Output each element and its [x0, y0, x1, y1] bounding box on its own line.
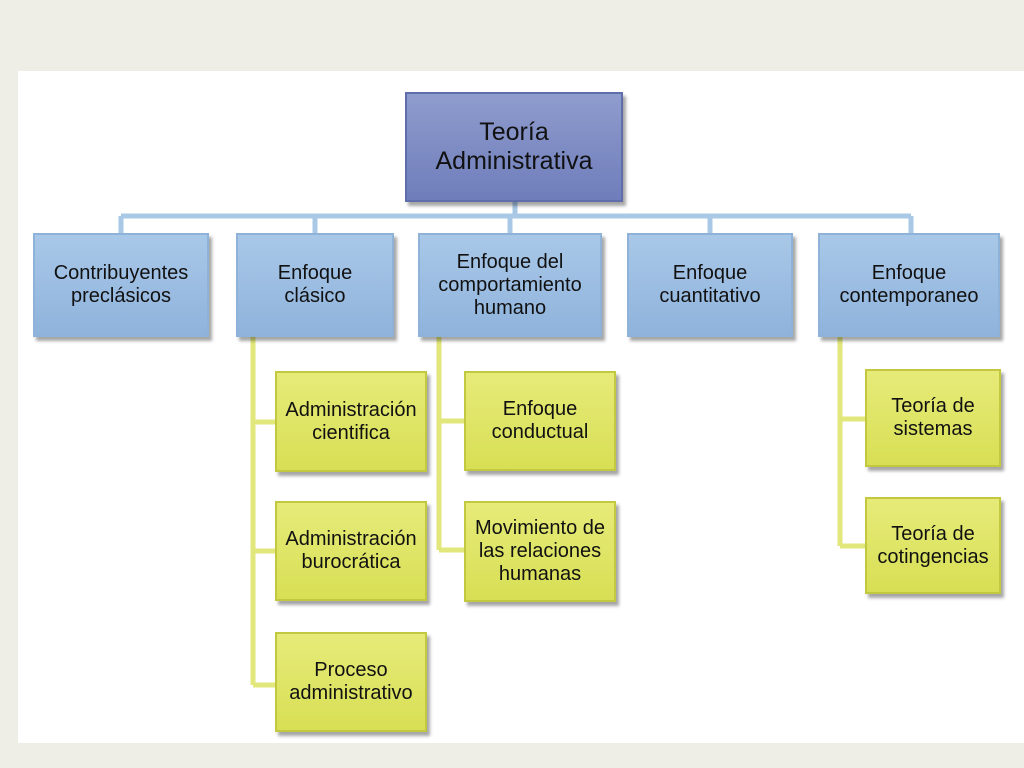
slide: Teoría Administrativa Contribuyentes pre… [18, 71, 1024, 743]
leaf-teoria-de-cotingencias: Teoría de cotingencias [865, 497, 1001, 594]
leaf-administracion-burocratica: Administración burocrática [275, 501, 427, 601]
leaf-enfoque-conductual: Enfoque conductual [464, 371, 616, 471]
leaf-administracion-cientifica: Administración cientifica [275, 371, 427, 472]
leaf-movimiento-relaciones-humanas: Movimiento de las relaciones humanas [464, 501, 616, 602]
branch-enfoque-comportamiento-humano: Enfoque del comportamiento humano [418, 233, 602, 337]
connector-lines [118, 202, 914, 688]
branch-contribuyentes-preclasicos: Contribuyentes preclásicos [33, 233, 209, 337]
branch-enfoque-clasico: Enfoque clásico [236, 233, 394, 337]
leaf-proceso-administrativo: Proceso administrativo [275, 632, 427, 732]
branch-enfoque-contemporaneo: Enfoque contemporaneo [818, 233, 1000, 337]
branch-enfoque-cuantitativo: Enfoque cuantitativo [627, 233, 793, 337]
root-node-teoria-administrativa: Teoría Administrativa [405, 92, 623, 202]
leaf-teoria-de-sistemas: Teoría de sistemas [865, 369, 1001, 467]
